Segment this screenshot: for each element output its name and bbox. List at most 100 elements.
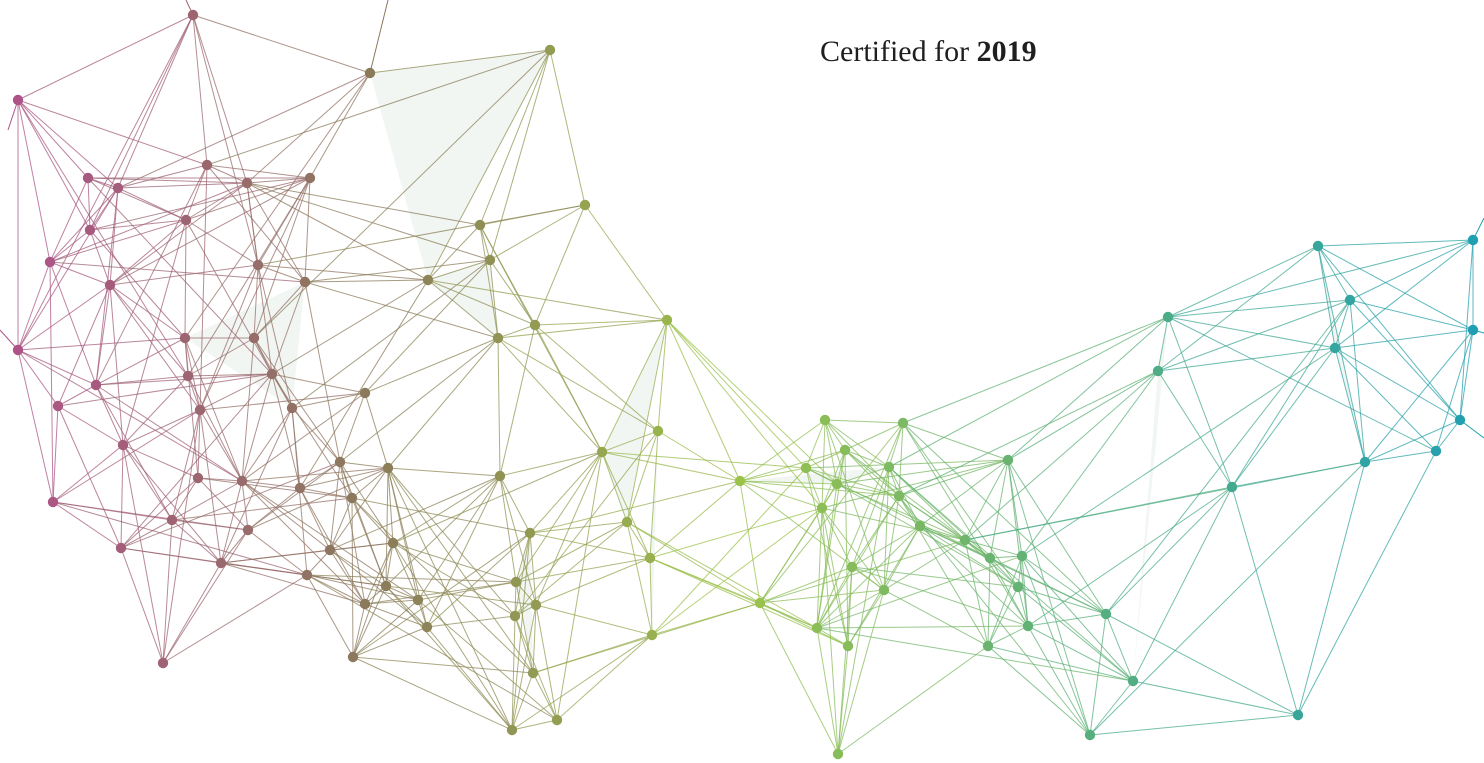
network-node [492, 332, 504, 344]
network-edge [117, 164, 208, 189]
network-edge [206, 164, 248, 184]
network-edge [497, 337, 501, 477]
network-edge [816, 449, 846, 629]
network-edge [987, 555, 1023, 647]
network-edge [426, 532, 531, 628]
network-edge [666, 319, 807, 469]
network-edge [1089, 714, 1299, 736]
network-edge [52, 405, 59, 503]
network-edge [120, 373, 273, 549]
network-edge [95, 375, 189, 386]
network-edge [185, 219, 259, 266]
network-edge [529, 532, 537, 606]
network-edge [427, 259, 491, 281]
network-edge [1334, 299, 1351, 349]
network-node [494, 470, 506, 482]
network-node [201, 159, 213, 171]
network-node [347, 651, 359, 663]
network-edge [306, 574, 558, 721]
network-edge [351, 497, 354, 658]
network-node [187, 9, 199, 21]
network-edge [987, 557, 991, 647]
network-edge [109, 284, 189, 377]
network-edge [109, 177, 311, 286]
network-edge [1459, 239, 1474, 421]
network-node [242, 524, 254, 536]
network-node [1292, 709, 1304, 721]
network-node [1127, 675, 1139, 687]
network-edge [197, 409, 201, 479]
network-edge [246, 182, 429, 281]
network-edge [339, 461, 394, 544]
network-edge [304, 279, 429, 283]
network-edge [117, 187, 187, 221]
network-edge [427, 279, 668, 321]
network-edge [1231, 299, 1351, 488]
network-nodes [12, 9, 1479, 760]
network-node [984, 552, 996, 564]
network-edge [759, 483, 838, 604]
network-edge [220, 549, 331, 564]
network-edge [821, 419, 826, 509]
network-edge [17, 349, 243, 482]
network-node [831, 478, 843, 490]
network-edge [329, 549, 366, 605]
network-node [509, 610, 521, 622]
network-edge [497, 337, 603, 453]
network-node [1312, 240, 1324, 252]
network-edge [601, 451, 741, 482]
network-edge [514, 581, 517, 617]
network-edge [902, 422, 1009, 461]
network-edge [122, 444, 173, 521]
network-edge [739, 480, 761, 604]
network-edge [816, 589, 885, 629]
network-edge [185, 182, 248, 221]
network-edge [385, 585, 419, 601]
network-edge [511, 604, 537, 731]
network-node [529, 319, 541, 331]
network-edge [1231, 347, 1336, 488]
network-edge [898, 495, 966, 541]
network-edge [122, 444, 164, 664]
network-edge [87, 177, 187, 221]
network-edge [556, 451, 603, 721]
network-edge [392, 451, 603, 544]
network-node [324, 544, 336, 556]
network-edge [851, 566, 1029, 627]
network-edge [497, 319, 668, 339]
certificate-year: 2019 [976, 35, 1037, 68]
network-node [914, 520, 926, 532]
network-node [1100, 608, 1112, 620]
network-edge [417, 581, 517, 601]
network-node [1454, 414, 1466, 426]
network-node [236, 475, 248, 487]
network-edge [120, 444, 124, 549]
network-edge [497, 324, 536, 339]
network-edge [306, 574, 354, 658]
network-node [299, 276, 311, 288]
network-edge [651, 507, 823, 636]
network-edge [192, 14, 371, 74]
network-node [1359, 456, 1371, 468]
network-edge [192, 14, 208, 166]
network-node [839, 444, 851, 456]
network-node [382, 462, 394, 474]
network-edge [427, 279, 499, 339]
network-edge [514, 615, 558, 721]
network-edge [185, 219, 273, 375]
network-edge [241, 480, 301, 489]
network-edge [556, 634, 653, 721]
network-edge [206, 164, 306, 283]
network-edge [989, 555, 1023, 559]
network-edge [1231, 486, 1299, 716]
network-edge [824, 419, 904, 424]
network-edge [1021, 555, 1029, 627]
network-edge [187, 375, 201, 411]
network-edge [184, 337, 243, 482]
network-edge [417, 599, 558, 721]
network-edge [199, 409, 243, 482]
network-edge [919, 459, 1009, 527]
network-edge [1157, 299, 1351, 372]
network-edge [816, 627, 839, 755]
network-edge [271, 373, 301, 489]
